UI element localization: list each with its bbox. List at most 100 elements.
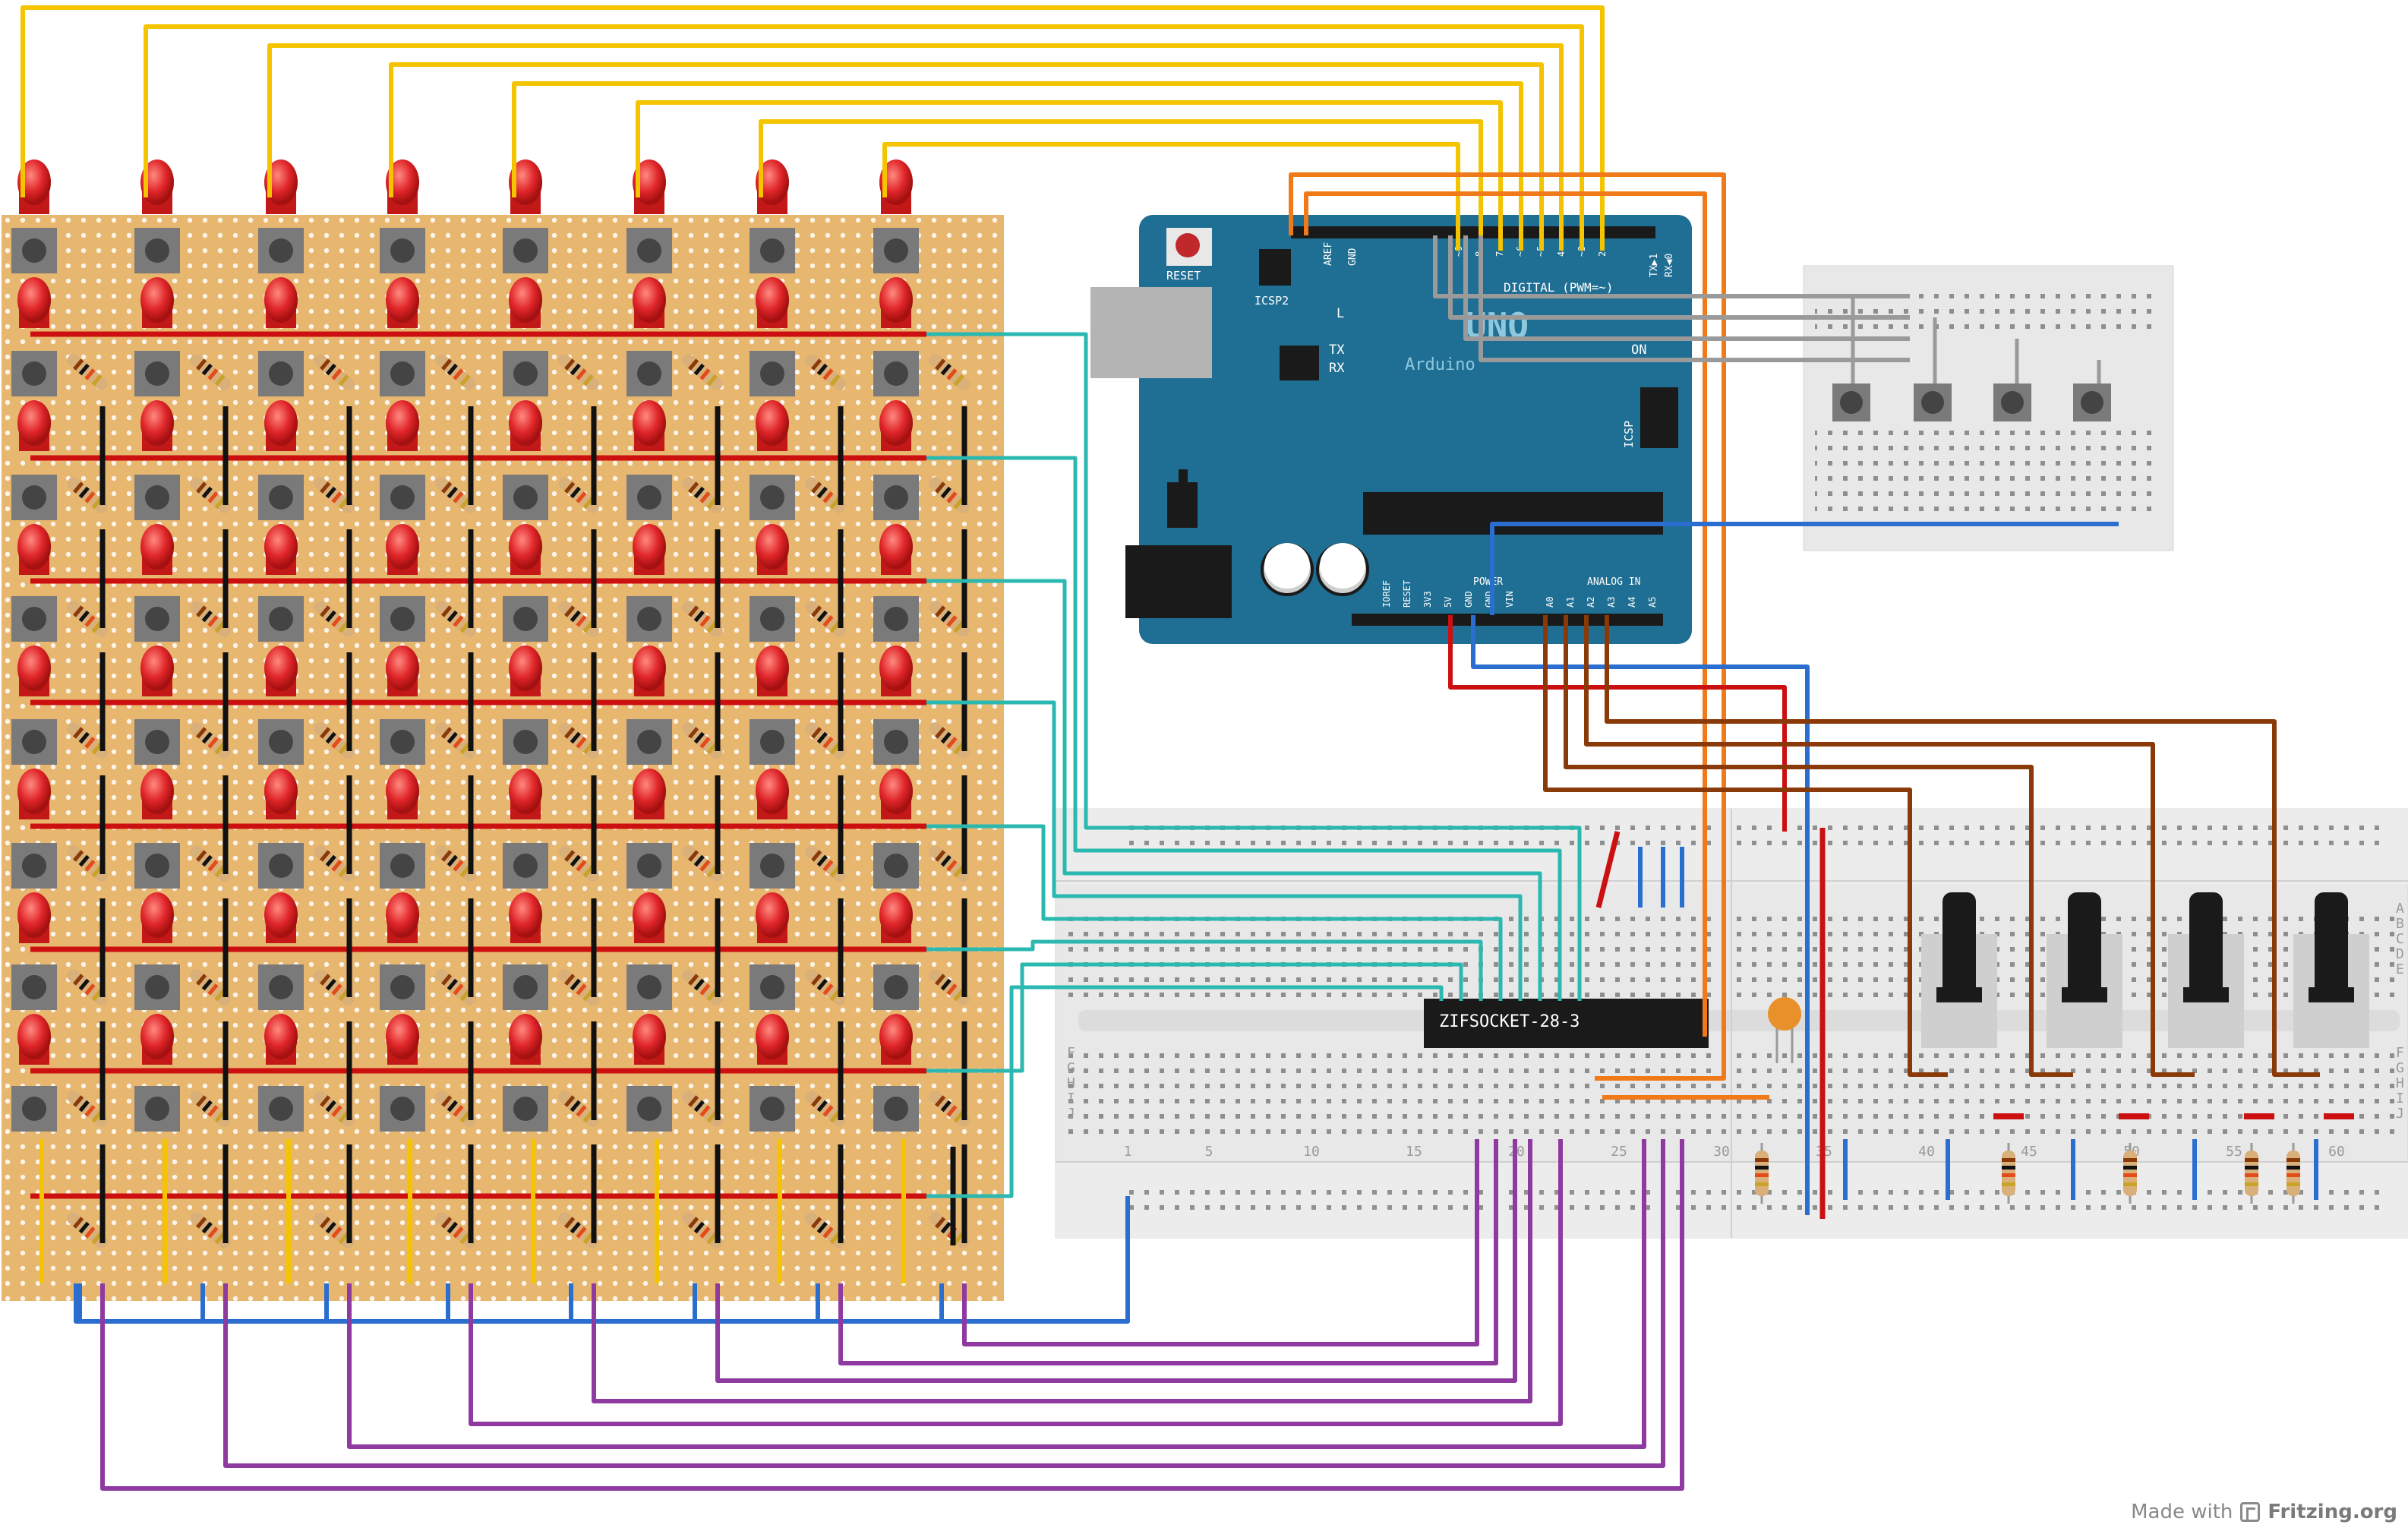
power-pin-label: IOREF (1381, 580, 1392, 608)
power-pin-label: GND (1463, 591, 1474, 608)
wire-gray (1463, 235, 1910, 341)
resistor (558, 354, 599, 390)
wire-teal (926, 939, 1483, 1001)
wire-teal (926, 962, 1463, 1073)
resistor (682, 1212, 723, 1248)
resistor (558, 1212, 599, 1248)
analog-pin-label: A1 (1565, 597, 1576, 608)
resistor (558, 722, 599, 759)
matrix-cell (750, 351, 846, 513)
matrix-cell (134, 843, 231, 1005)
matrix-cell (626, 596, 723, 759)
wire-blue (74, 1196, 1130, 1324)
column-number: 5 (1205, 1144, 1213, 1160)
potentiometer (2047, 892, 2122, 1048)
resistor (67, 845, 108, 882)
resistor (929, 354, 970, 390)
power-label: POWER (1473, 576, 1503, 588)
matrix-cell (873, 475, 970, 637)
wire-purple (469, 1139, 1563, 1426)
wires (21, 5, 2354, 1491)
resistor (682, 845, 723, 882)
fritzing-logo-icon (2240, 1502, 2261, 1522)
matrix-cell (750, 843, 846, 1005)
wire-red (1448, 615, 1787, 832)
wire-purple (592, 1139, 1532, 1403)
matrix-cell (11, 228, 108, 390)
matrix-cell (380, 719, 476, 882)
potentiometer (2293, 892, 2369, 1048)
resistor (1755, 1143, 1769, 1204)
wire-yellow (759, 119, 1483, 251)
digital-pin-label: 2 (1597, 251, 1608, 257)
icsp-label: ICSP (1622, 421, 1636, 448)
row-letter: B (2396, 916, 2404, 932)
matrix-cell-bottom (750, 1086, 846, 1248)
row-letter: H (1067, 1075, 1075, 1091)
resistor (190, 969, 231, 1005)
resistor (558, 477, 599, 513)
matrix-cell (873, 228, 970, 390)
resistor (314, 1212, 355, 1248)
wire-yellow (21, 5, 1605, 251)
resistor (435, 845, 476, 882)
row-letter: F (1067, 1045, 1075, 1061)
wire-brown (1605, 615, 2320, 1077)
resistor (682, 477, 723, 513)
resistor (67, 477, 108, 513)
analog-pin-label: A2 (1586, 597, 1596, 608)
resistor (435, 1091, 476, 1127)
matrix-cell (873, 596, 970, 759)
resistor (929, 722, 970, 759)
resistor (929, 601, 970, 637)
resistor (682, 354, 723, 390)
resistor (67, 1212, 108, 1248)
tx1-label: TX▶1 (1649, 254, 1660, 277)
column-number: 60 (2328, 1144, 2345, 1160)
matrix-cell (380, 351, 476, 513)
digital-pin-label: ~3 (1576, 246, 1587, 257)
tactile-button (2073, 384, 2111, 421)
resistor (435, 601, 476, 637)
tx-led-label: TX (1329, 343, 1345, 358)
matrix-cell (11, 475, 108, 637)
matrix-cell (11, 351, 108, 513)
matrix-cell (134, 475, 231, 637)
matrix-cell (134, 596, 231, 759)
column-number: 25 (1611, 1144, 1627, 1160)
resistor (558, 1091, 599, 1127)
resistor (67, 722, 108, 759)
l-led-label: L (1337, 306, 1344, 321)
matrix-cell (134, 964, 231, 1127)
wire-purple (962, 1139, 1479, 1346)
resistor (558, 601, 599, 637)
matrix-cell-bottom (873, 1086, 970, 1248)
analog-pin-label: A0 (1545, 597, 1555, 608)
matrix-cell (503, 964, 599, 1127)
row-letter: I (2396, 1091, 2404, 1106)
resistor (558, 845, 599, 882)
matrix-cell (626, 843, 723, 1005)
matrix-cell (873, 351, 970, 513)
rx-led-label: RX (1329, 361, 1345, 376)
row-letter: G (1067, 1060, 1075, 1076)
led-top (140, 159, 174, 214)
wire-purple (223, 1139, 1665, 1468)
wire-red (1595, 831, 1621, 908)
power-pin-label: 5V (1443, 597, 1453, 608)
resistor (435, 722, 476, 759)
wire-brown (1564, 615, 2073, 1077)
matrix-cell (750, 964, 846, 1127)
matrix-cell (258, 964, 355, 1127)
matrix-cell-bottom (11, 1086, 108, 1248)
column-number: 10 (1303, 1144, 1320, 1160)
wire-brown (1543, 615, 1948, 1077)
analog-pin-label: A5 (1647, 597, 1658, 608)
arduino-brand-text: Arduino (1405, 355, 1475, 374)
wire-orange (1289, 172, 1726, 1081)
analog-pin-label: A3 (1606, 597, 1617, 608)
resistor (805, 601, 846, 637)
matrix-cell (503, 596, 599, 759)
reset-button[interactable] (1176, 233, 1200, 257)
wire-teal (926, 456, 1562, 1001)
